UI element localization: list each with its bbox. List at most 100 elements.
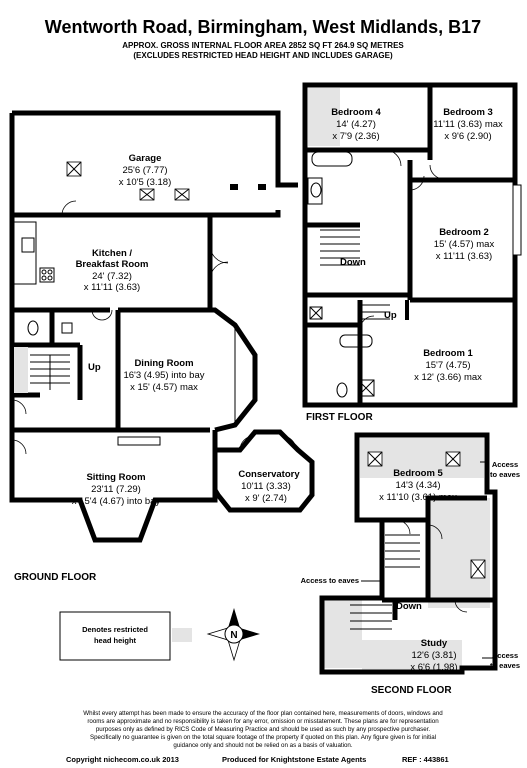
restricted-area bbox=[14, 347, 28, 393]
sitting-dim-2: x 15'4 (4.67) into bay bbox=[72, 496, 161, 507]
restricted-area bbox=[322, 598, 362, 668]
garage-name: Garage bbox=[129, 153, 162, 164]
legend-line-2: head height bbox=[94, 636, 137, 645]
bedroom3-dim-2: x 9'6 (2.90) bbox=[444, 131, 491, 142]
disclaimer-line-1: Whilst every attempt has been made to en… bbox=[83, 710, 443, 717]
sink-icon bbox=[21, 237, 35, 253]
bedroom5-dim-2: x 11'10 (3.61) max bbox=[379, 492, 457, 503]
staircase bbox=[385, 534, 420, 568]
bedroom3-name: Bedroom 3 bbox=[443, 107, 493, 118]
second-floor-stairs-down: Down bbox=[396, 601, 422, 612]
door-swing-icon bbox=[395, 519, 468, 613]
area-line-1: APPROX. GROSS INTERNAL FLOOR AREA 2852 S… bbox=[122, 41, 404, 50]
door-swing-icon bbox=[11, 439, 27, 455]
footer-produced: Produced for Knightstone Estate Agents bbox=[222, 755, 366, 764]
study-name: Study bbox=[421, 638, 448, 649]
disclaimer-line-4: Specifically no guarantee is given on th… bbox=[90, 734, 436, 741]
shower-icon bbox=[357, 379, 375, 397]
double-door-icon bbox=[209, 244, 229, 281]
conservatory-dim-2: x 9' (2.74) bbox=[245, 493, 287, 504]
footer-copyright: Copyright nichecom.co.uk 2013 bbox=[66, 755, 179, 764]
garage-fitting bbox=[258, 184, 266, 190]
eaves-access-right-bottom-1: Access bbox=[492, 651, 518, 660]
basin-icon bbox=[61, 322, 73, 334]
kitchen-dim-2: x 11'11 (3.63) bbox=[84, 282, 140, 293]
sitting-dim-1: 23'11 (7.29) bbox=[91, 484, 141, 495]
ground-floor-plan bbox=[9, 110, 315, 543]
restricted-area bbox=[362, 640, 462, 670]
first-floor-stairs-down: Down bbox=[340, 257, 366, 268]
garage-dim-2: x 10'5 (3.18) bbox=[119, 177, 172, 188]
restricted-area bbox=[308, 88, 340, 146]
footer-ref: REF : 443861 bbox=[402, 755, 449, 764]
legend-box bbox=[59, 611, 171, 661]
dining-dim-2: x 15' (4.57) max bbox=[130, 382, 198, 393]
eaves-access-left: Access to eaves bbox=[301, 576, 359, 585]
sitting-name: Sitting Room bbox=[86, 472, 145, 483]
eaves-access-right-bottom-2: to eaves bbox=[490, 661, 520, 670]
eaves-access-right-top-1: Access bbox=[492, 460, 518, 469]
compass-icon: N bbox=[206, 608, 260, 662]
door-swing-icon bbox=[61, 200, 77, 216]
hob-icon bbox=[39, 267, 55, 283]
eaves-access-right-top-2: to eaves bbox=[490, 470, 520, 479]
legend-swatch bbox=[172, 628, 192, 642]
page-title: Wentworth Road, Birmingham, West Midland… bbox=[45, 17, 481, 37]
fireplace bbox=[117, 436, 161, 446]
wc-icon bbox=[27, 320, 39, 336]
sitting-walls bbox=[9, 430, 218, 543]
bath-icon bbox=[339, 334, 373, 348]
window-icon bbox=[512, 184, 522, 256]
ground-floor-label: GROUND FLOOR bbox=[14, 572, 97, 583]
door-swing-icon bbox=[11, 399, 27, 415]
double-door-icon bbox=[239, 435, 297, 451]
stairs-up-label: Up bbox=[88, 362, 101, 373]
second-floor-walls bbox=[319, 432, 498, 675]
first-floor-plan bbox=[302, 82, 522, 408]
garage-walls bbox=[9, 110, 298, 218]
second-floor-label: SECOND FLOOR bbox=[371, 685, 452, 696]
bedroom4-dim-2: x 7'9 (2.36) bbox=[332, 131, 379, 142]
garage-fitting bbox=[230, 184, 238, 190]
kitchen-walls bbox=[9, 215, 213, 313]
bedroom2-name: Bedroom 2 bbox=[439, 227, 489, 238]
disclaimer-line-2: rooms are approximate and no responsibil… bbox=[87, 718, 439, 725]
bedroom5-dim-1: 14'3 (4.34) bbox=[395, 480, 440, 491]
kitchen-name-1: Kitchen / bbox=[92, 248, 132, 259]
cupboard bbox=[309, 306, 323, 320]
conservatory-walls bbox=[212, 429, 315, 513]
bedroom5-name: Bedroom 5 bbox=[393, 468, 443, 479]
hall-walls bbox=[9, 310, 210, 433]
conservatory-dim-1: 10'11 (3.33) bbox=[241, 481, 291, 492]
staircase bbox=[350, 604, 392, 630]
staircase bbox=[320, 229, 360, 266]
wc-icon bbox=[336, 382, 348, 398]
bedroom4-name: Bedroom 4 bbox=[331, 107, 381, 118]
bedroom2-dim-1: 15' (4.57) max bbox=[434, 239, 495, 250]
disclaimer-line-5: guidance only and should not be relied o… bbox=[173, 742, 353, 749]
area-line-2: (EXCLUDES RESTRICTED HEAD HEIGHT AND INC… bbox=[133, 51, 393, 60]
study-dim-1: 12'6 (3.81) bbox=[411, 650, 456, 661]
first-floor-stairs-up: Up bbox=[384, 310, 397, 321]
bedroom1-name: Bedroom 1 bbox=[423, 348, 473, 359]
bedroom4-dim-1: 14' (4.27) bbox=[336, 119, 376, 130]
door-swing-icon bbox=[91, 309, 113, 321]
compass-north-label: N bbox=[230, 630, 237, 641]
basin-icon bbox=[307, 177, 323, 205]
bedroom1-dim-1: 15'7 (4.75) bbox=[425, 360, 470, 371]
disclaimer-line-3: purposes only as defined by RICS Code of… bbox=[96, 726, 431, 733]
bedroom2-dim-2: x 11'11 (3.63) bbox=[436, 251, 492, 262]
staircase bbox=[30, 354, 70, 390]
dining-name: Dining Room bbox=[134, 358, 193, 369]
kitchen-name-2: Breakfast Room bbox=[76, 259, 149, 270]
restricted-area bbox=[428, 498, 490, 608]
second-floor-plan bbox=[319, 432, 498, 675]
conservatory-name: Conservatory bbox=[238, 469, 300, 480]
kitchen-dim-1: 24' (7.32) bbox=[92, 271, 132, 282]
study-dim-2: x 6'6 (1.98) bbox=[410, 662, 457, 673]
legend-line-1: Denotes restricted bbox=[82, 625, 148, 634]
first-floor-label: FIRST FLOOR bbox=[306, 412, 373, 423]
dining-dim-1: 16'3 (4.95) into bay bbox=[123, 370, 204, 381]
bedroom1-dim-2: x 12' (3.66) max bbox=[414, 372, 482, 383]
